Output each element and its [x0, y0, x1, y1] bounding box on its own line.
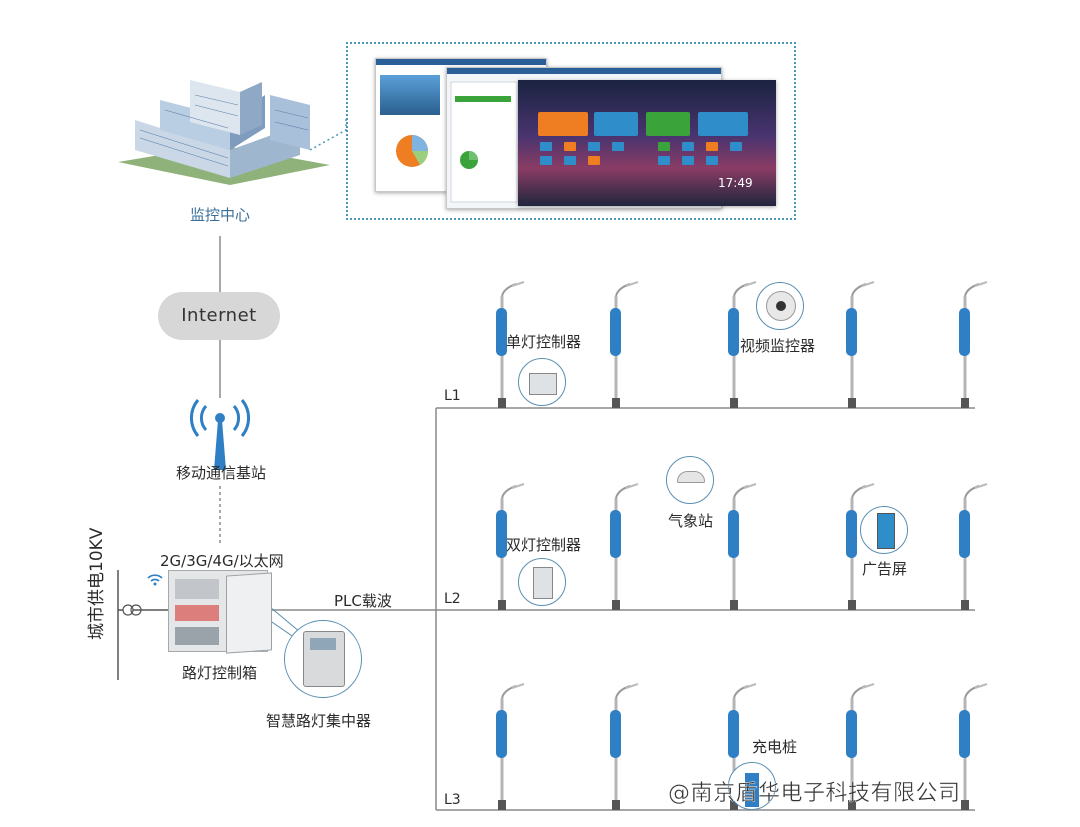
charging-pile-icon — [728, 762, 776, 810]
single-lamp-controller-label: 单灯控制器 — [506, 333, 582, 351]
ad-screen-icon — [860, 506, 908, 554]
street-lamp — [496, 683, 525, 810]
building-icon — [118, 80, 330, 185]
weather-station-label: 气象站 — [668, 512, 714, 530]
street-lamp — [846, 683, 875, 810]
video-monitor-label: 视频监控器 — [740, 337, 816, 355]
street-lamp — [610, 483, 639, 610]
street-lamp — [846, 281, 875, 408]
ad-screen-label: 广告屏 — [862, 560, 908, 578]
single-lamp-controller-icon — [518, 358, 566, 406]
line-label-l3: L3 — [444, 792, 461, 808]
control-box-label: 路灯控制箱 — [182, 664, 258, 682]
street-lamp — [496, 281, 525, 408]
monitor-center-label: 监控中心 — [190, 206, 251, 224]
transformer-icon — [122, 604, 134, 616]
screen-clock: 17:49 — [718, 176, 753, 190]
internet-cloud: Internet — [158, 292, 280, 340]
street-lamp — [728, 483, 757, 610]
tower-icon — [190, 399, 250, 470]
line-label-l1: L1 — [444, 388, 461, 404]
video-monitor-icon — [756, 282, 804, 330]
double-lamp-controller-label: 双灯控制器 — [506, 536, 582, 554]
concentrator-label: 智慧路灯集中器 — [266, 712, 372, 730]
screen-photo — [380, 75, 440, 115]
street-lamp — [959, 683, 988, 810]
screen-header — [376, 59, 546, 65]
base-station-label: 移动通信基站 — [176, 464, 267, 482]
street-lamp — [496, 483, 525, 610]
street-lamp — [959, 281, 988, 408]
line-label-l2: L2 — [444, 591, 461, 607]
concentrator-icon — [284, 620, 362, 698]
street-lamp — [610, 683, 639, 810]
network-label: 2G/3G/4G/以太网 — [160, 552, 284, 570]
wifi-icon — [147, 574, 163, 586]
street-lamp — [959, 483, 988, 610]
street-lamp — [610, 281, 639, 408]
charging-pile-label: 充电桩 — [752, 738, 798, 756]
plc-label: PLC载波 — [334, 592, 392, 610]
dashboard-screenshot-3 — [518, 80, 776, 206]
weather-station-icon — [666, 456, 714, 504]
street-lamp — [728, 281, 757, 408]
watermark: @南京盾华电子科技有限公司 — [668, 781, 961, 806]
double-lamp-controller-icon — [518, 558, 566, 606]
street-lamp — [846, 483, 875, 610]
screens-frame — [346, 42, 796, 220]
